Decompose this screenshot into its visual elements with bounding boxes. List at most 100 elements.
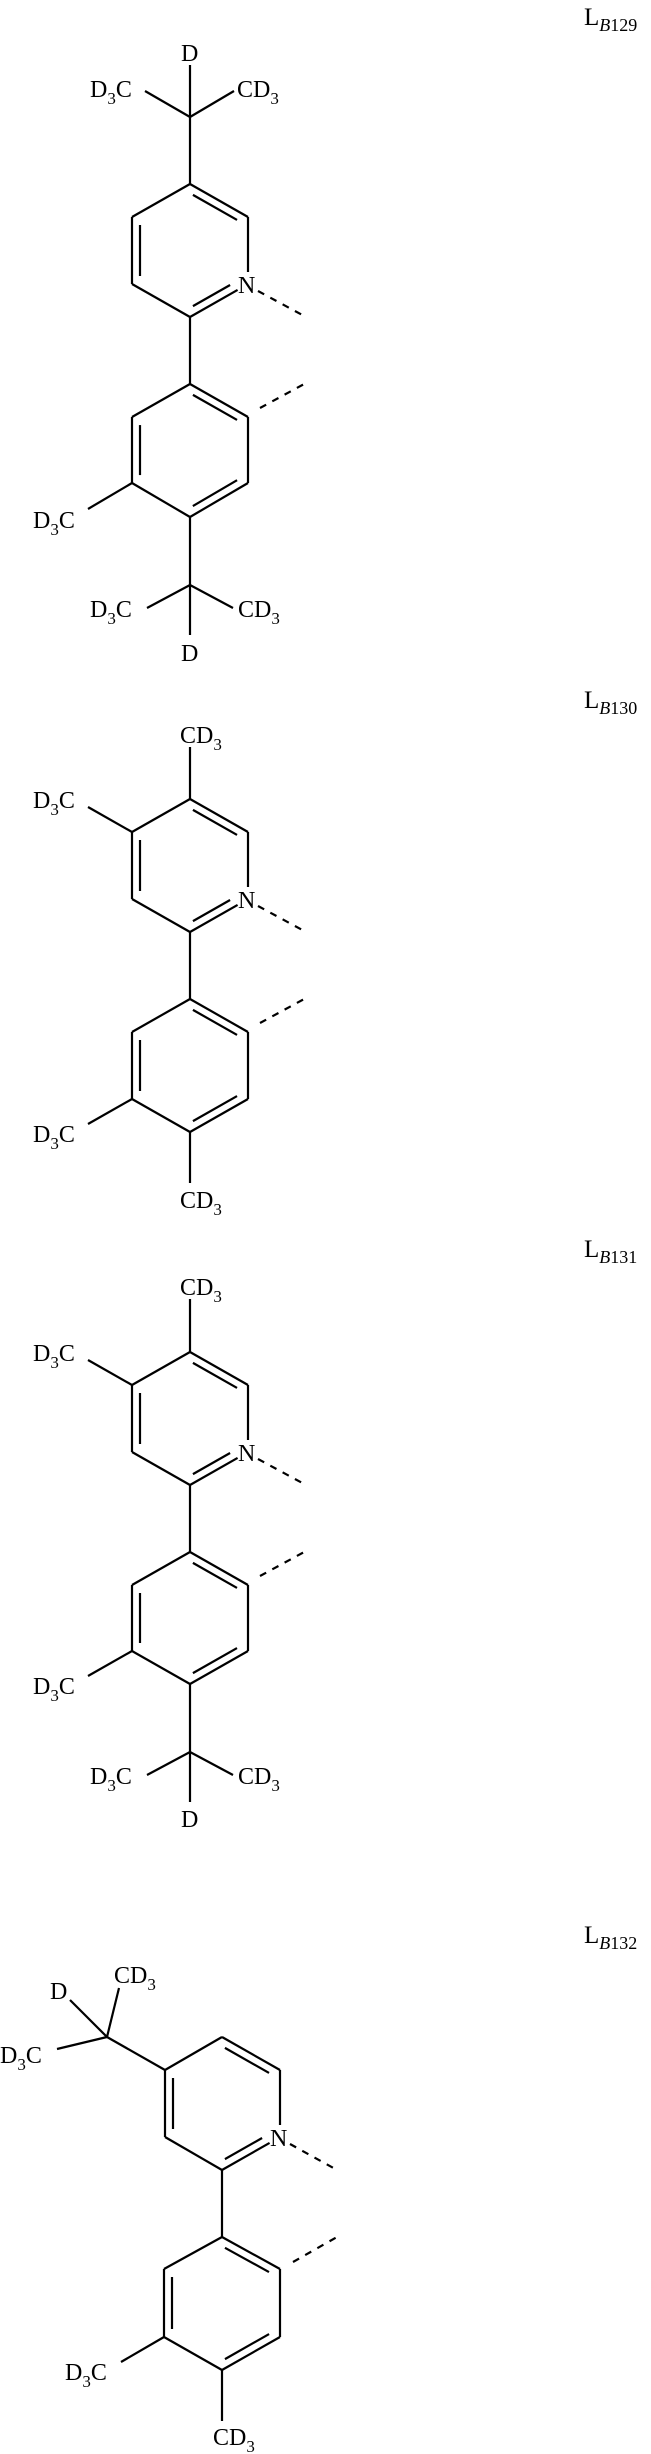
double-bond-line: [192, 1008, 238, 1036]
coordination-bond-dashed: [259, 382, 307, 409]
bond: [131, 1451, 191, 1486]
double-bond-line: [192, 808, 238, 836]
substituent-bond: [105, 1987, 121, 2038]
coordination-bond-dashed: [259, 997, 307, 1024]
bond: [189, 1098, 249, 1133]
bond: [189, 482, 249, 518]
atom-label: D3C: [33, 1674, 75, 1705]
substituent-bond: [87, 482, 133, 510]
bond: [131, 798, 191, 833]
bond: [163, 2336, 223, 2371]
atom-label: CD3: [114, 1963, 156, 1994]
substituent-bond: [144, 90, 191, 118]
substituent-bond: [87, 1098, 133, 1125]
double-bond-line: [192, 1361, 238, 1389]
bond: [189, 183, 249, 218]
coordination-bond-dashed: [257, 290, 307, 318]
atom-label: CD3: [238, 1764, 280, 1795]
double-bond-line: [192, 479, 238, 508]
atom-label: D: [50, 1979, 67, 2005]
bond: [221, 2036, 281, 2071]
bond: [131, 898, 191, 933]
bond: [131, 482, 191, 518]
substituent-bond: [189, 90, 235, 118]
bond: [131, 383, 191, 418]
atom-label: D3C: [90, 597, 132, 628]
bond: [131, 1551, 191, 1586]
coordination-bond-dashed: [292, 2236, 338, 2263]
bond: [221, 2336, 281, 2371]
atom-label: D3C: [0, 2043, 42, 2074]
atom-label: CD3: [180, 1275, 222, 1306]
bond: [131, 1098, 191, 1133]
double-bond-line: [192, 1095, 238, 1123]
bond: [189, 288, 239, 318]
bond: [189, 998, 249, 1033]
bond: [164, 2136, 223, 2171]
bond: [131, 1650, 191, 1685]
bond: [106, 2036, 166, 2071]
atom-label: D: [181, 41, 198, 67]
atom-label: D3C: [33, 1341, 75, 1372]
coordination-bond-dashed: [257, 1458, 307, 1486]
bond: [221, 2141, 271, 2171]
bond: [189, 383, 249, 418]
compound-label: LB130: [584, 687, 637, 718]
atom-label: D3C: [33, 1122, 75, 1153]
substituent-bond: [189, 1751, 234, 1776]
bond: [131, 998, 191, 1033]
coordination-bond-dashed: [259, 1550, 307, 1577]
atom-label: D3C: [33, 508, 75, 539]
substituent-bond: [87, 806, 133, 833]
double-bond-line: [224, 2046, 270, 2074]
double-bond-line: [192, 1647, 238, 1675]
atom-label: N: [238, 888, 255, 914]
substituent-bond: [56, 2035, 108, 2051]
bond: [189, 903, 239, 933]
double-bond-line: [192, 284, 231, 308]
bond: [164, 2036, 223, 2071]
bond: [131, 283, 191, 318]
double-bond-line: [192, 1561, 238, 1589]
compound-label: LB132: [584, 1922, 637, 1953]
compound-label: LB131: [584, 1236, 637, 1267]
atom-label: N: [238, 273, 255, 299]
double-bond-line: [192, 393, 238, 421]
bond: [163, 2236, 223, 2270]
atom-label: D: [181, 1807, 198, 1833]
substituent-bond: [69, 1999, 108, 2038]
atom-label: N: [270, 2126, 287, 2152]
compound-label: LB129: [584, 4, 637, 35]
bond: [131, 1351, 191, 1386]
bond: [189, 1551, 249, 1586]
double-bond-line: [224, 2246, 270, 2274]
atom-label: CD3: [180, 1188, 222, 1219]
bond: [189, 798, 249, 833]
atom-label: CD3: [237, 77, 279, 108]
bond: [189, 1650, 249, 1685]
double-bond-line: [224, 2137, 263, 2161]
bond: [189, 1351, 249, 1386]
coordination-bond-dashed: [289, 2143, 338, 2171]
atom-label: N: [238, 1441, 255, 1467]
substituent-bond: [120, 2336, 165, 2363]
bond: [221, 2236, 281, 2270]
atom-label: CD3: [213, 2425, 255, 2454]
atom-label: CD3: [180, 723, 222, 754]
substituent-bond: [146, 584, 191, 609]
atom-label: D: [181, 641, 198, 667]
double-bond-line: [192, 1452, 231, 1476]
double-bond-line: [192, 899, 231, 923]
substituent-bond: [189, 584, 234, 609]
atom-label: CD3: [238, 597, 280, 628]
atom-label: D3C: [65, 2360, 107, 2391]
substituent-bond: [87, 1650, 133, 1677]
atom-label: D3C: [90, 1764, 132, 1795]
double-bond-line: [224, 2333, 270, 2361]
